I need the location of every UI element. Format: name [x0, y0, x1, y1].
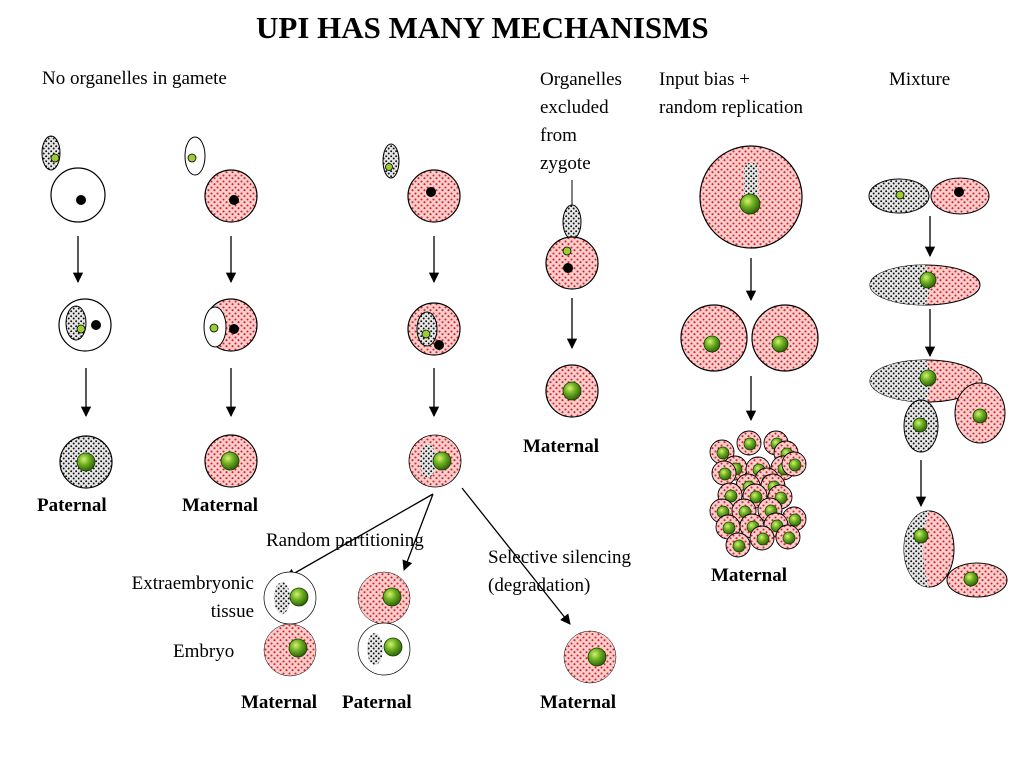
green-nucleus: [562, 381, 582, 401]
label-selective-silencing: Selective silencing (degradation): [488, 547, 631, 596]
green-nucleus: [972, 408, 988, 424]
maternal-gamete-empty: [50, 167, 106, 223]
paternal-minority-region: [744, 163, 758, 199]
paternal-half: [870, 265, 930, 305]
zygote: [545, 236, 599, 290]
maternal-nucleus: [76, 195, 86, 205]
maternal-nucleus: [434, 340, 444, 350]
green-nucleus: [432, 451, 452, 471]
maternal-nucleus: [954, 187, 964, 197]
green-nucleus: [756, 532, 770, 546]
paternal-region: [367, 633, 383, 665]
green-nucleus: [912, 417, 928, 433]
maternal-cell-cluster: [709, 430, 807, 558]
paternal-region: [420, 444, 436, 478]
green-nucleus: [288, 638, 308, 658]
outcome-col4: Maternal: [523, 436, 599, 457]
paternal-nucleus: [385, 163, 393, 171]
col3-partition-silencing-mechanism: [263, 143, 617, 684]
paternal-nucleus: [895, 190, 905, 200]
arrow-to-extraembryonic: [285, 493, 434, 579]
green-nucleus: [919, 271, 937, 289]
green-nucleus: [722, 521, 736, 535]
paternal-nucleus: [50, 153, 60, 163]
green-nucleus: [963, 571, 979, 587]
green-nucleus: [913, 528, 929, 544]
maternal-nucleus: [563, 263, 573, 273]
green-nucleus: [771, 335, 789, 353]
page-title: UPI HAS MANY MECHANISMS: [256, 10, 709, 45]
label-extraembryonic-tissue: Extraembryonic tissue: [131, 573, 254, 622]
green-nucleus: [716, 446, 730, 460]
green-nucleus: [732, 539, 746, 553]
paternal-gamete: [382, 143, 400, 179]
col6-mixture-mechanism: [868, 177, 1008, 598]
paternal-organelles-in-zygote: [65, 305, 87, 341]
maternal-nucleus: [426, 187, 436, 197]
green-nucleus: [587, 647, 607, 667]
green-nucleus: [383, 637, 403, 657]
green-nucleus: [220, 451, 240, 471]
green-nucleus: [788, 458, 802, 472]
col2-maternal-mechanism: [184, 136, 258, 488]
outcome-col5: Maternal: [711, 565, 787, 586]
paternal-nucleus: [421, 329, 431, 339]
outcome-silencing-maternal: Maternal: [540, 692, 616, 713]
arrow-to-silencing: [461, 487, 571, 625]
header-mixture: Mixture: [889, 69, 951, 90]
header-no-organelles: No organelles in gamete: [42, 68, 227, 89]
green-nucleus: [743, 437, 757, 451]
paternal-organelles-excluded: [562, 204, 582, 240]
green-nucleus: [788, 513, 802, 527]
outcome-partition-paternal: Paternal: [342, 692, 412, 713]
green-nucleus: [76, 452, 96, 472]
label-embryo: Embryo: [173, 641, 235, 662]
header-input-bias: Input bias + random replication: [659, 69, 804, 118]
outcome-col1: Paternal: [37, 495, 107, 516]
header-excluded-from-zygote: Organelles excluded from zygote: [540, 69, 622, 174]
maternal-nucleus: [229, 324, 239, 334]
arrow-to-embryo-maternal: [402, 493, 434, 571]
green-nucleus: [289, 587, 309, 607]
green-nucleus: [919, 369, 937, 387]
outcome-col2: Maternal: [182, 495, 258, 516]
green-nucleus: [782, 531, 796, 545]
green-nucleus: [724, 489, 738, 503]
green-nucleus: [749, 490, 763, 504]
paternal-nucleus: [562, 246, 572, 256]
label-random-partitioning: Random partitioning: [266, 530, 424, 551]
paternal-gamete: [41, 135, 61, 171]
col4-exclusion-mechanism: [545, 180, 599, 418]
outcome-partition-maternal: Maternal: [241, 692, 317, 713]
col1-paternal-mechanism: [41, 135, 113, 489]
paternal-half: [870, 360, 931, 402]
paternal-organelles-in-zygote: [416, 311, 438, 347]
green-nucleus: [739, 193, 761, 215]
green-nucleus: [382, 587, 402, 607]
paternal-region: [274, 582, 290, 614]
paternal-nucleus: [209, 323, 219, 333]
maternal-nucleus: [229, 195, 239, 205]
maternal-nucleus: [91, 320, 101, 330]
paternal-nucleus: [187, 153, 197, 163]
paternal-nucleus: [76, 324, 86, 334]
green-nucleus: [718, 467, 732, 481]
col5-input-bias-mechanism: [680, 145, 819, 558]
green-nucleus: [703, 335, 721, 353]
